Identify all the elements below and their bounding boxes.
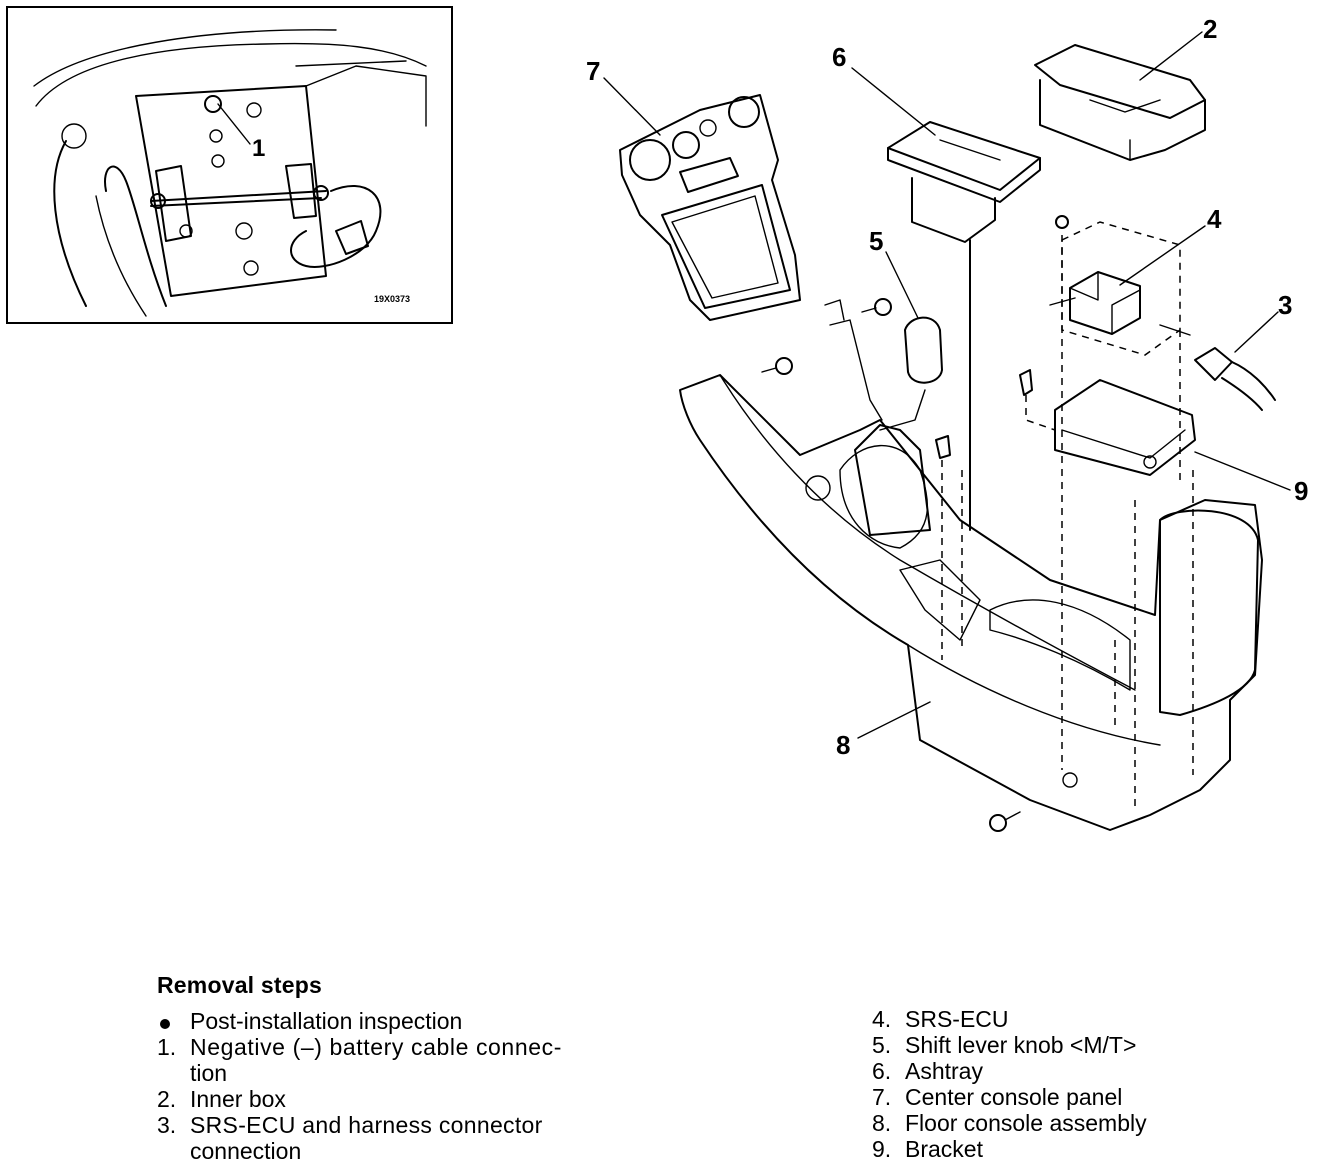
callout-9: 9	[1294, 476, 1308, 506]
callout-8: 8	[836, 730, 850, 760]
step-number: 2.	[157, 1086, 177, 1112]
step-number: 9.	[872, 1136, 892, 1162]
step-item: 4. SRS-ECU	[872, 1006, 1312, 1032]
callout-5: 5	[869, 226, 883, 256]
step-item: 2. Inner box	[157, 1086, 617, 1112]
step-text: Floor console assembly	[905, 1110, 1147, 1136]
bullet-icon	[157, 1008, 190, 1034]
step-item: 3. SRS-ECU and harness connector	[157, 1112, 617, 1138]
step-item-continuation: tion	[157, 1060, 617, 1086]
callout-6: 6	[832, 42, 846, 72]
callout-2: 2	[1203, 14, 1217, 44]
step-number: 3.	[157, 1112, 177, 1138]
step-text: Negative (–) battery cable connec-	[190, 1034, 562, 1060]
step-item: 7. Center console panel	[872, 1084, 1312, 1110]
step-text: Shift lever knob <M/T>	[905, 1032, 1137, 1058]
bracket-part	[1019, 369, 1196, 476]
floor-console-part	[679, 299, 1263, 831]
step-text: tion	[190, 1060, 228, 1086]
inner-box-part	[1034, 44, 1206, 161]
step-number: 5.	[872, 1032, 892, 1058]
inset-callout-1: 1	[252, 135, 265, 162]
figure-code: 19X0373	[374, 294, 410, 304]
removal-steps-right: 4. SRS-ECU 5. Shift lever knob <M/T> 6. …	[872, 1006, 1312, 1162]
step-item-continuation: connection	[157, 1138, 617, 1164]
harness-connector-part	[1194, 347, 1276, 411]
step-text: Bracket	[905, 1136, 983, 1162]
battery-inset-illustration: 1 19X0373	[6, 6, 453, 324]
step-text: Inner box	[190, 1086, 286, 1112]
callout-7: 7	[586, 56, 600, 86]
removal-steps-left: Post-installation inspection 1. Negative…	[157, 1008, 617, 1164]
step-number: 8.	[872, 1110, 892, 1136]
bolts	[761, 298, 1078, 832]
console-exploded-view: 7 6 2 5 4 3 9 8	[586, 14, 1308, 832]
removal-steps-title: Removal steps	[157, 972, 322, 998]
step-text: Post-installation inspection	[190, 1008, 463, 1034]
step-text: Ashtray	[905, 1058, 983, 1084]
step-text: Center console panel	[905, 1084, 1123, 1110]
step-number: 1.	[157, 1034, 177, 1060]
assembly-lines	[941, 235, 1194, 810]
step-text: SRS-ECU and harness connector	[190, 1112, 543, 1138]
step-item: 8. Floor console assembly	[872, 1110, 1312, 1136]
shift-knob-part	[879, 316, 943, 431]
step-item: Post-installation inspection	[157, 1008, 617, 1034]
step-item: 9. Bracket	[872, 1136, 1312, 1162]
leader-lines	[603, 31, 1291, 739]
ashtray-part	[887, 121, 1041, 243]
step-item: 6. Ashtray	[872, 1058, 1312, 1084]
callout-3: 3	[1278, 290, 1292, 320]
step-text: connection	[190, 1138, 302, 1164]
step-number: 6.	[872, 1058, 892, 1084]
step-text: SRS-ECU	[905, 1006, 1009, 1032]
step-item: 5. Shift lever knob <M/T>	[872, 1032, 1312, 1058]
callout-4: 4	[1207, 204, 1222, 234]
step-number: 7.	[872, 1084, 892, 1110]
step-number: 4.	[872, 1006, 892, 1032]
step-item: 1. Negative (–) battery cable connec-	[157, 1034, 617, 1060]
center-console-panel-part	[619, 94, 801, 321]
